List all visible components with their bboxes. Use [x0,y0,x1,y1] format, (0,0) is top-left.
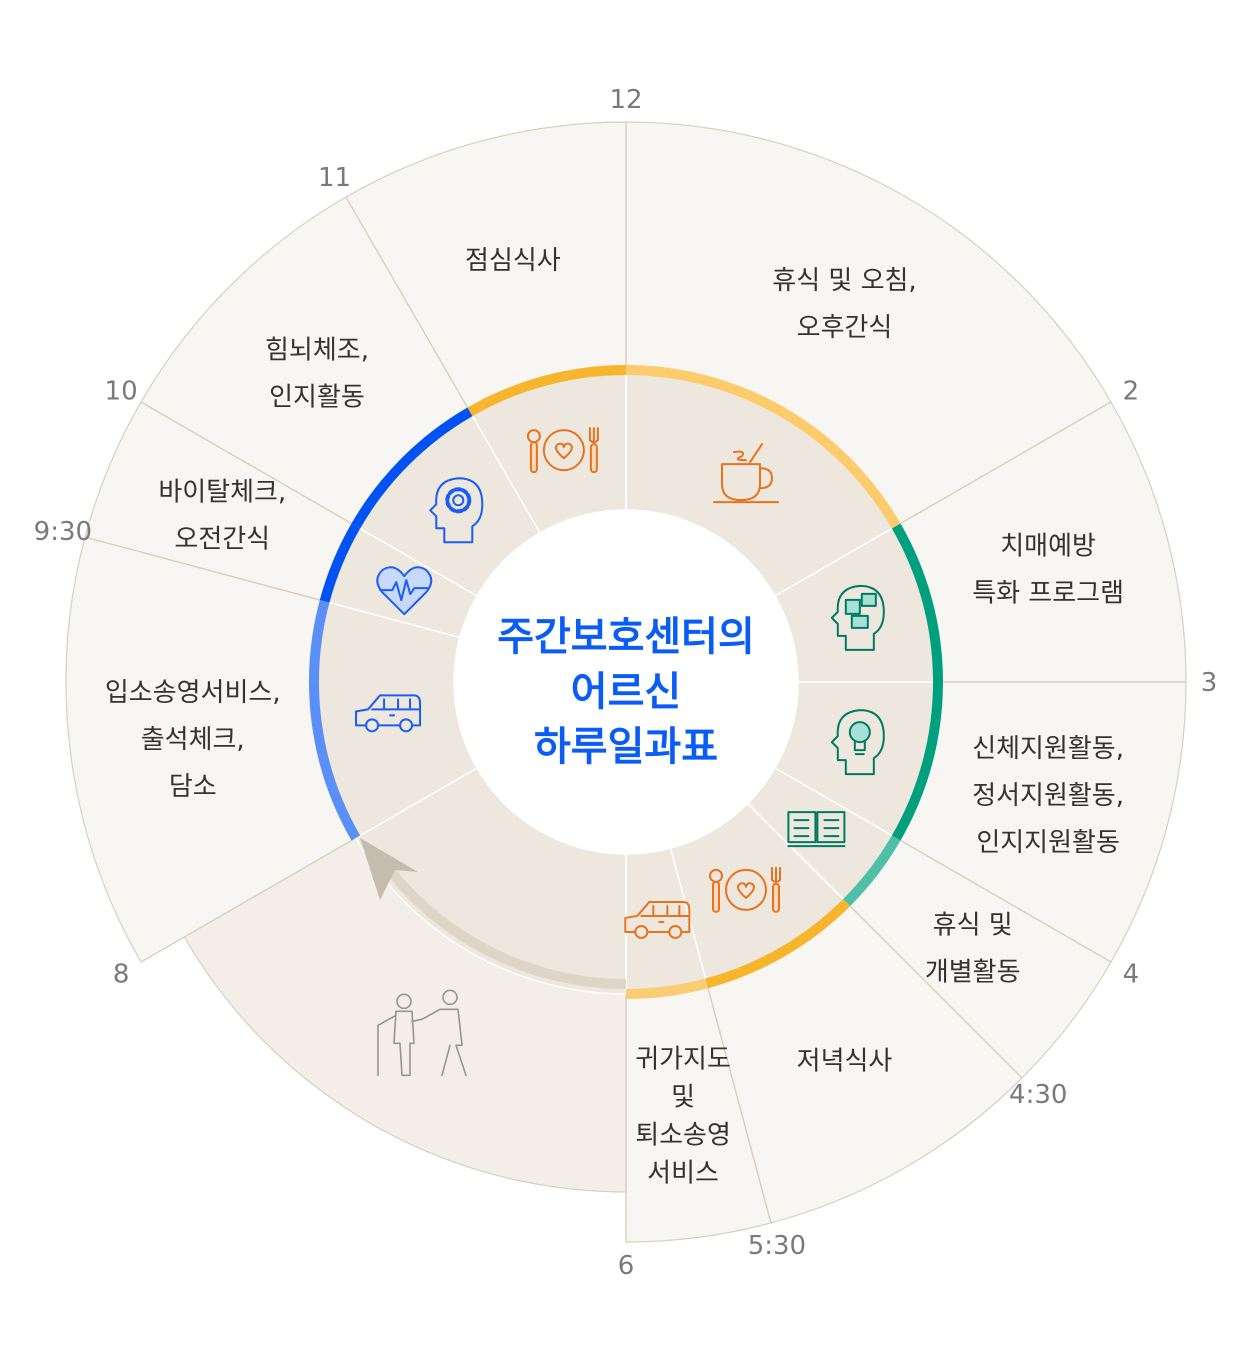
return-arrow-head-icon [360,838,418,900]
time-divider [84,536,325,602]
activity-label: 휴식 및 오침, 오후간식 [772,266,916,343]
time-divider [140,837,357,963]
time-divider [895,401,1112,527]
outer-segments [65,121,1187,1243]
van-icon [624,900,691,939]
activity-label: 바이탈체크, 오전간식 [158,477,286,554]
time-ring-arc [843,835,901,907]
activity-label-line: 오후간식 [797,313,893,343]
time-divider [345,196,471,413]
activity-label: 저녁식사 [797,1046,893,1076]
time-divider [140,401,357,527]
activity-label-line: 인지활동 [269,382,365,412]
hour-mark: 9:30 [34,517,92,547]
time-divider [895,837,1112,963]
activity-label-line: 인지지원활동 [976,828,1120,858]
return-arrow-arc [372,850,627,989]
center-title: 주간보호센터의 어르신 하루일과표 [497,614,755,770]
activity-label-line: 힘뇌체조, [265,335,369,365]
activity-label-line: 특화 프로그램 [972,578,1124,608]
time-ring-arc [891,681,943,841]
activity-label-line: 오전간식 [174,524,270,554]
hour-marks: 12 11 10 9:30 8 6 5:30 4:30 4 3 2 [34,85,1218,1281]
activity-label-line: 치매예방 [1000,531,1096,561]
hour-mark: 11 [318,163,351,193]
activity-label-line: 퇴소송영 [635,1120,731,1150]
open-book-icon [787,811,846,848]
title-line-3: 하루일과표 [534,724,718,770]
time-divider [706,983,772,1224]
van-icon [355,694,422,733]
hour-mark: 5:30 [748,1231,806,1261]
meal-icon [526,427,599,474]
time-ring-arc [467,365,627,417]
gear-head-icon [429,477,484,544]
title-line-1: 주간보호센터의 [497,614,755,660]
activity-label: 신체지원활동, 정서지원활동, 인지지원활동 [972,734,1124,858]
hour-mark: 4 [1123,960,1140,990]
activity-label-line: 신체지원활동, [972,734,1124,764]
heartbeat-icon [376,566,433,616]
meal-icon [709,866,781,913]
activity-label: 입소송영서비스, 출석체크, 담소 [105,678,281,802]
hour-mark: 8 [113,960,130,990]
activity-label-line: 담소 [169,772,217,802]
center-circle [454,510,798,854]
puzzle-head-icon [830,584,885,651]
time-ring-arc [625,365,901,529]
time-ring-arc [351,407,473,529]
activity-label-line: 서비스 [647,1158,719,1188]
time-ring-arc [625,978,709,999]
title-line-2: 어르신 [571,669,681,715]
time-ring-arc [309,599,361,841]
time-ring-arc [891,523,943,683]
activity-label-line: 정서지원활동, [972,781,1124,811]
lightbulb-head-icon [830,709,885,776]
activity-icons [355,427,885,1077]
time-ring-arc [705,899,851,989]
activity-label-line: 출석체크, [141,725,245,755]
elderly-walking-icon [377,989,467,1077]
activity-label-line: 귀가지도 [635,1044,731,1074]
time-divider [846,902,1023,1079]
activity-label: 힘뇌체조, 인지활동 [265,335,369,412]
hour-mark: 10 [105,377,138,407]
hour-mark: 3 [1201,668,1218,698]
activity-label-line: 입소송영서비스, [105,678,281,708]
activity-label-line: 및 [671,1082,695,1112]
time-ring-arc [319,523,361,603]
activity-label-line: 바이탈체크, [158,477,286,507]
coffee-cup-icon [713,443,779,504]
activity-label-line: 휴식 및 오침, [772,266,916,296]
activity-label-line: 저녁식사 [797,1046,893,1076]
activity-label: 점심식사 [465,246,561,276]
activity-label-line: 개별활동 [925,958,1021,988]
hour-mark: 12 [609,85,642,115]
hour-mark: 6 [618,1251,635,1281]
activity-label-line: 휴식 및 [933,911,1013,941]
hour-mark: 2 [1123,377,1140,407]
hour-mark: 4:30 [1009,1080,1067,1110]
colored-time-ring [309,365,943,999]
activity-label-line: 점심식사 [465,246,561,276]
